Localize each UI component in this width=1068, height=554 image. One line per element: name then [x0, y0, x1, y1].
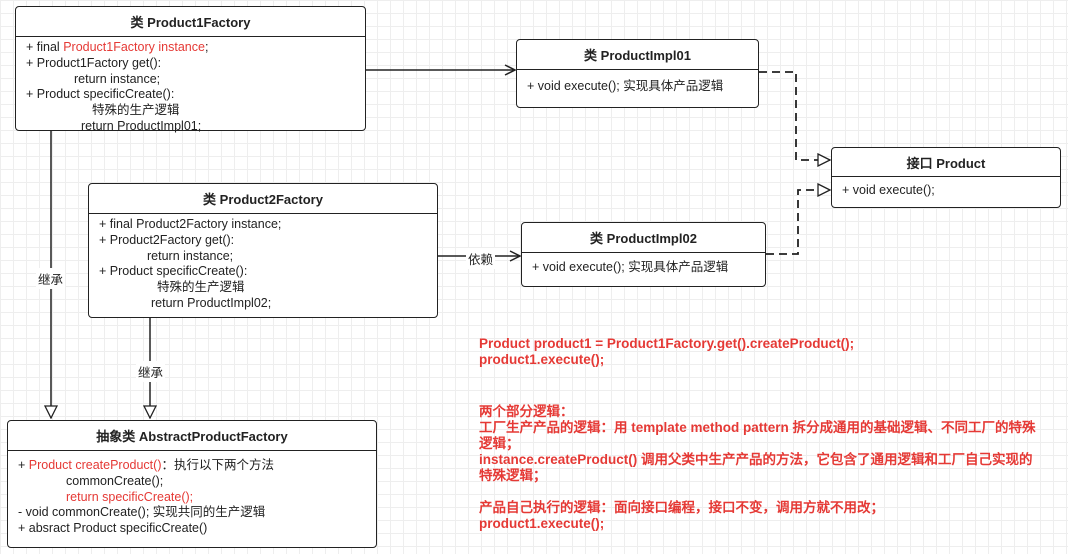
logic-note-title: 两个部分逻辑：	[479, 404, 574, 419]
logic-note: 两个部分逻辑： 工厂生产产品的逻辑：用 template method patt…	[479, 404, 1039, 532]
product1-factory-specific-logic: 特殊的生产逻辑	[92, 103, 180, 118]
code-note-line2: product1.execute();	[479, 352, 605, 367]
product1-factory-title: 类 Product1Factory	[16, 7, 365, 37]
logic-note-create-product: instance.createProduct() 调用父类中生产产品的方法，它包…	[479, 452, 1033, 483]
product-interface-execute: + void execute();	[842, 183, 935, 197]
product1-factory-class: 类 Product1Factory + final Product1Factor…	[15, 6, 366, 133]
product2-factory-specific-return: return ProductImpl02;	[151, 295, 272, 310]
edge-label-depends: 依赖	[466, 248, 496, 269]
code-note: Product product1 = Product1Factory.get()…	[479, 336, 1039, 368]
product-interface-title: 接口 Product	[832, 148, 1060, 177]
product1-factory-specific-create: + Product specificCreate():	[26, 87, 175, 102]
method-description: ：执行以下两个方法	[161, 458, 274, 472]
edge-impl01-realizes-product	[759, 71, 830, 160]
abstract-factory-abstract-specific-create: + absract Product specificCreate()	[18, 521, 208, 536]
product1-factory-field: + final Product1Factory instance;	[26, 40, 355, 56]
field-suffix: ;	[204, 40, 209, 54]
product1-factory-get: + Product1Factory get():	[26, 55, 162, 70]
abstract-factory-common-create: - void commonCreate(); 实现共同的生产逻辑	[18, 505, 266, 520]
product2-factory-specific-logic: 特殊的生产逻辑	[157, 280, 245, 295]
logic-note-spacer	[479, 484, 1039, 500]
abstract-product-factory-class: 抽象类 AbstractProductFactory + Product cre…	[7, 420, 377, 548]
product-impl02-class: 类 ProductImpl02 + void execute(); 实现具体产品…	[521, 222, 766, 287]
method-prefix: +	[18, 458, 29, 472]
edge-impl02-realizes-product	[766, 190, 830, 255]
method-name-highlight: Product createProduct()	[28, 458, 162, 472]
field-name-highlight: Product1Factory instance	[63, 40, 205, 54]
product2-factory-specific-create: + Product specificCreate():	[99, 264, 248, 279]
product-impl01-execute: + void execute(); 实现具体产品逻辑	[527, 79, 724, 93]
edge-label-inherit-2: 继承	[136, 361, 166, 382]
product2-factory-title: 类 Product2Factory	[89, 184, 437, 214]
code-note-line1: Product product1 = Product1Factory.get()…	[479, 336, 855, 351]
product-impl02-execute: + void execute(); 实现具体产品逻辑	[532, 260, 729, 274]
logic-note-template-method: 工厂生产产品的逻辑：用 template method pattern 拆分成通…	[479, 420, 1036, 451]
product2-factory-get: + Product2Factory get():	[99, 232, 235, 247]
product2-factory-field: + final Product2Factory instance;	[99, 217, 282, 231]
logic-note-execute: product1.execute();	[479, 516, 605, 531]
product1-factory-get-return: return instance;	[74, 71, 161, 86]
product-impl01-class: 类 ProductImpl01 + void execute(); 实现具体产品…	[516, 39, 759, 108]
product2-factory-class: 类 Product2Factory + final Product2Factor…	[88, 183, 438, 318]
product-impl01-title: 类 ProductImpl01	[517, 40, 758, 70]
abstract-factory-create-product: + Product createProduct()：执行以下两个方法	[18, 458, 366, 474]
product-interface: 接口 Product + void execute();	[831, 147, 1061, 208]
product-impl02-title: 类 ProductImpl02	[522, 223, 765, 253]
product2-factory-get-return: return instance;	[147, 248, 234, 263]
field-prefix: + final	[26, 40, 64, 54]
abstract-product-factory-title: 抽象类 AbstractProductFactory	[8, 421, 376, 451]
edge-label-inherit-1: 继承	[36, 268, 66, 289]
abstract-factory-specific-create-call: return specificCreate();	[66, 489, 194, 504]
abstract-factory-common-create-call: commonCreate();	[66, 473, 164, 488]
product1-factory-specific-return: return ProductImpl01;	[81, 118, 202, 133]
logic-note-interface: 产品自己执行的逻辑：面向接口编程，接口不变，调用方就不用改；	[479, 500, 884, 515]
